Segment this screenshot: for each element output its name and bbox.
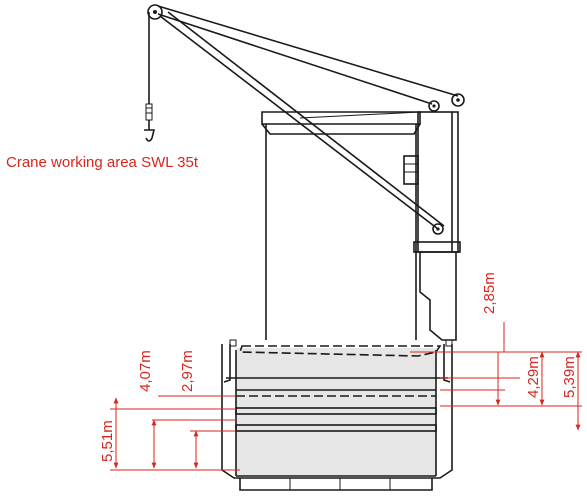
crane-pedestal [403,111,461,341]
dimension-lines [110,322,582,471]
crane-boom [157,5,459,230]
crane-caption: Crane working area SWL 35t [6,154,199,171]
crane-hook-icon [144,12,156,142]
dimension-label-5-51: 5,51m [99,420,116,462]
dimension-label-4-29: 4,29m [525,356,542,398]
sheave-icon [147,4,465,112]
dimension-label-2-85: 2,85m [481,272,498,314]
dimension-label-2-97: 2,97m [179,350,196,392]
dimension-label-5-39: 5,39m [561,356,578,398]
dimension-label-4-07: 4,07m [137,350,154,392]
gantry-structure [261,111,421,340]
vessel-hull [221,339,453,491]
